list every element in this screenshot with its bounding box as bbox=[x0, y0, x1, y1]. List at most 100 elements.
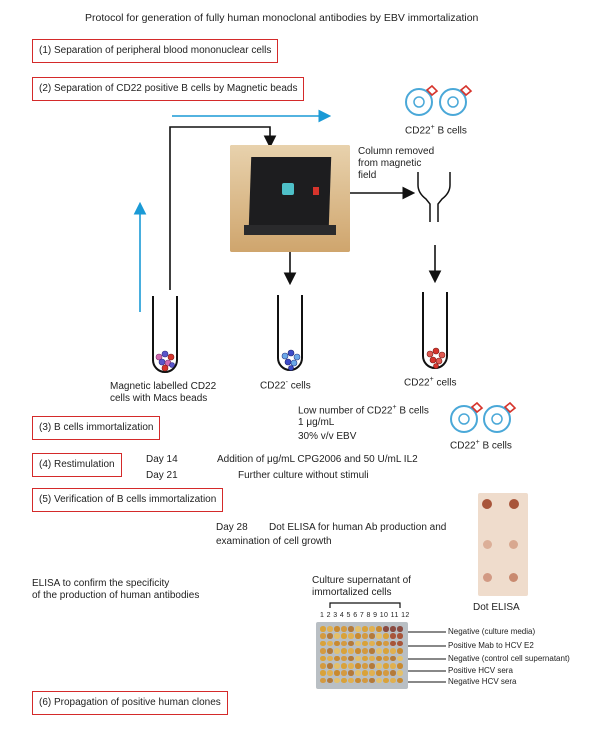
column-removed-label-3: field bbox=[358, 170, 377, 181]
plate-well bbox=[369, 626, 375, 632]
magnet-separator-photo bbox=[230, 145, 350, 252]
plate-well bbox=[355, 648, 361, 654]
plate-well bbox=[369, 648, 375, 654]
plate-well bbox=[334, 633, 340, 639]
plate-well bbox=[362, 670, 368, 676]
plate-well bbox=[362, 663, 368, 669]
plate-well bbox=[397, 640, 403, 647]
plate-well bbox=[369, 640, 375, 647]
plate-well bbox=[334, 640, 340, 647]
plate-well bbox=[327, 655, 333, 662]
plate-well bbox=[390, 655, 396, 662]
plate-well bbox=[397, 677, 403, 684]
day28-text-1: Dot ELISA for human Ab production and bbox=[269, 522, 447, 533]
plate-well bbox=[348, 648, 354, 654]
plate-well bbox=[397, 670, 403, 676]
plate-well bbox=[397, 648, 403, 654]
plate-well bbox=[362, 677, 368, 684]
plate-well bbox=[341, 648, 347, 654]
plate-well bbox=[369, 655, 375, 662]
plate-well bbox=[327, 663, 333, 669]
plate-well bbox=[355, 640, 361, 647]
plate-well bbox=[369, 663, 375, 669]
magnetic-column bbox=[417, 172, 451, 222]
plate-well bbox=[327, 640, 333, 647]
day28-text-2: examination of cell growth bbox=[216, 536, 332, 547]
step-5-box: (5) Verification of B cells immortalizat… bbox=[32, 488, 224, 512]
plate-well bbox=[376, 677, 382, 684]
dot-elisa-label: Dot ELISA bbox=[473, 602, 520, 613]
plate-well bbox=[341, 626, 347, 632]
column-removed-label-2: from magnetic bbox=[358, 158, 422, 169]
plate-well bbox=[376, 655, 382, 662]
dot-elisa-strip bbox=[478, 493, 528, 596]
plate-well bbox=[397, 663, 403, 669]
plate-well bbox=[327, 626, 333, 632]
plate-well bbox=[362, 648, 368, 654]
plate-well bbox=[362, 640, 368, 647]
plate-well bbox=[341, 633, 347, 639]
plate-well bbox=[348, 640, 354, 647]
plate-well bbox=[369, 677, 375, 684]
plate-well bbox=[376, 640, 382, 647]
plate-well bbox=[390, 663, 396, 669]
step-6-box: (6) Propagation of positive human clones bbox=[32, 691, 228, 715]
tube-magnetic-cells bbox=[155, 350, 175, 372]
plate-well bbox=[334, 663, 340, 669]
plate-well bbox=[383, 626, 389, 632]
plate-well bbox=[362, 655, 368, 662]
column-removed-label-1: Column removed bbox=[358, 146, 435, 157]
legend-positive-hcv: Positive HCV sera bbox=[448, 666, 513, 675]
magnetic-label-2: cells with Macs beads bbox=[110, 393, 208, 404]
plate-well bbox=[327, 677, 333, 684]
plate-well bbox=[320, 663, 326, 669]
legend-negative-culture: Negative (culture media) bbox=[448, 627, 536, 636]
plate-well bbox=[376, 670, 382, 676]
plate-well bbox=[348, 626, 354, 632]
legend-positive-mab: Positive Mab to HCV E2 bbox=[448, 641, 534, 650]
tube-cd22-negative-cells bbox=[281, 349, 301, 371]
plate-well bbox=[355, 633, 361, 639]
plate-well bbox=[383, 640, 389, 647]
plate-legend-lines bbox=[406, 631, 446, 683]
plate-well bbox=[334, 626, 340, 632]
plate-well bbox=[383, 677, 389, 684]
plate-well bbox=[320, 640, 326, 647]
elisa-confirm-label-2: of the production of human antibodies bbox=[32, 590, 200, 601]
plate-well bbox=[383, 670, 389, 676]
plate-well bbox=[327, 670, 333, 676]
plate-well bbox=[334, 670, 340, 676]
cd22-b-cell-icon-mid-2 bbox=[483, 401, 517, 433]
plate-well bbox=[383, 633, 389, 639]
cd22-b-cell-icon-mid-1 bbox=[450, 401, 484, 433]
plate-well bbox=[355, 670, 361, 676]
day21-label: Day 21 bbox=[146, 470, 178, 481]
plate-well bbox=[348, 633, 354, 639]
plate-well bbox=[397, 633, 403, 639]
plate-well bbox=[376, 633, 382, 639]
culture-label-2: immortalized cells bbox=[312, 587, 392, 598]
day14-text: Addition of μg/mL CPG2006 and 50 U/mL IL… bbox=[217, 454, 418, 465]
tube-magnetic bbox=[152, 296, 178, 373]
plate-well bbox=[341, 640, 347, 647]
plate-well bbox=[334, 648, 340, 654]
plate-well bbox=[362, 626, 368, 632]
day21-text: Further culture without stimuli bbox=[238, 470, 369, 481]
plate-well bbox=[376, 626, 382, 632]
cd22-negative-label: CD22- cells bbox=[260, 379, 311, 392]
ebv-label: 30% v/v EBV bbox=[298, 431, 357, 442]
step-4-box: (4) Restimulation bbox=[32, 453, 122, 477]
plate-well bbox=[320, 626, 326, 632]
plate-well bbox=[390, 633, 396, 639]
plate-well bbox=[397, 655, 403, 662]
legend-negative-control: Negative (control cell supernatant) bbox=[448, 654, 570, 663]
tube-cd22-positive-cells bbox=[426, 347, 446, 369]
day28-label: Day 28 bbox=[216, 522, 248, 533]
plate-well bbox=[348, 655, 354, 662]
plate-well bbox=[390, 677, 396, 684]
black-arrow-to-magnet bbox=[169, 126, 277, 290]
legend-negative-hcv: Negative HCV sera bbox=[448, 677, 517, 686]
plate-well bbox=[383, 663, 389, 669]
elisa-plate-photo bbox=[316, 622, 408, 689]
plate-well bbox=[369, 670, 375, 676]
